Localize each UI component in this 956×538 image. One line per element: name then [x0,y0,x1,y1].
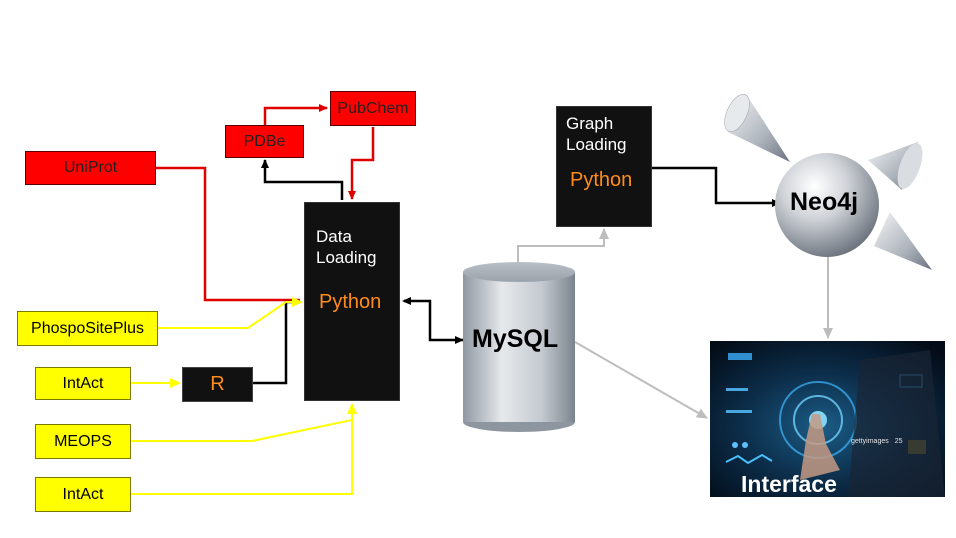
graph-loading-title-2: Loading [566,135,627,154]
r-box: R [182,367,253,402]
graph-loading-language: Python [570,169,633,191]
intact-label-2: IntAct [62,485,104,503]
watermark-code: 25 [894,438,903,445]
uniprot-label: UniProt [63,159,118,176]
meops-box: MEOPS [35,424,131,459]
neo4j-label: Neo4j [790,188,859,216]
wire-pdbe-to-pubchem [263,104,328,125]
graph-loading-box: Graph Loading Python [556,106,652,227]
interface-watermark: gettyimages 25 [851,438,903,445]
intact-box-2: IntAct [35,477,131,512]
mysql-cylinder-icon [463,262,575,432]
intact-label-1: IntAct [62,374,104,392]
phosphositeplus-label: PhospoSitePlus [31,319,144,337]
data-loading-language: Python [319,291,382,313]
mysql-label: MySQL [472,325,559,353]
wire-r-to-dataloading [253,300,300,385]
wire-meops-to-dataloading [131,403,357,442]
graph-loading-title-1: Graph [566,114,614,133]
interface-image [710,341,945,497]
uniprot-box: UniProt [25,151,156,185]
pubchem-box: PubChem [330,91,416,126]
data-loading-box: Data Loading Python [304,202,400,401]
data-loading-title-1: Data [316,227,352,246]
wire-intact2-to-dataloading [131,403,357,495]
wire-dataloading-mysql [402,297,464,344]
wire-pubchem-to-dataloading [348,127,375,200]
phosphositeplus-box: PhospoSitePlus [17,311,158,346]
neo4j-sphere-icon [724,94,932,270]
intact-box-1: IntAct [35,367,131,400]
wire-dataloading-to-pdbe [261,159,344,200]
wire-phosphosite-to-dataloading [158,297,303,329]
pdbe-box: PDBe [225,125,304,158]
wire-uniprot-to-dataloading [156,166,300,302]
pubchem-label: PubChem [337,99,409,117]
data-loading-title-2: Loading [316,248,377,267]
interface-label: Interface [741,471,837,497]
meops-label: MEOPS [54,432,112,450]
watermark-text: gettyimages [851,438,889,445]
pdbe-label: PDBe [243,132,286,150]
r-label: R [210,373,225,395]
wire-mysql-to-interface [574,341,708,419]
wire-mysql-to-graphloading [517,228,609,262]
wire-graphloading-to-neo4j [652,166,781,207]
